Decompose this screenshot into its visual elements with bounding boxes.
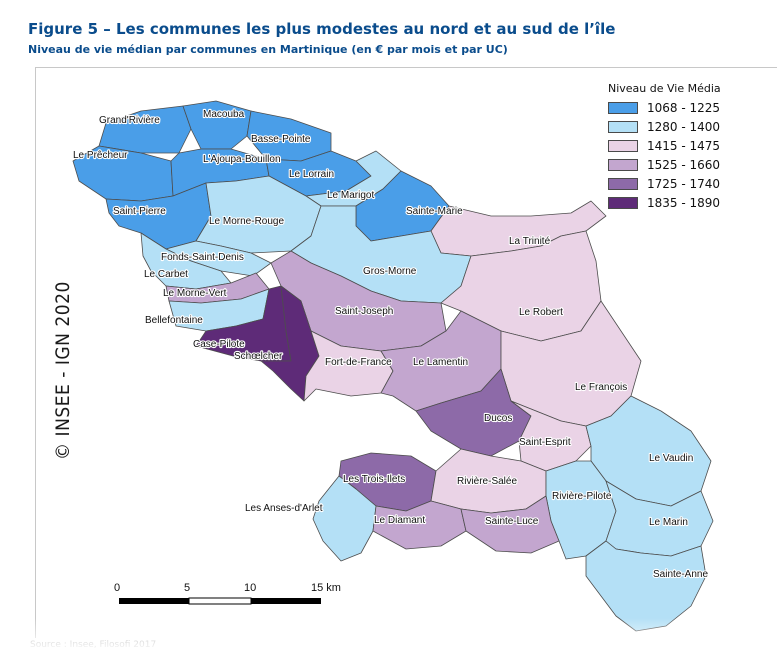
label-sainte-luce: Sainte-Luce — [485, 516, 539, 527]
scale-tick-0: 0 — [114, 582, 120, 594]
scale-bar: 0 5 10 15 km — [114, 582, 341, 605]
scale-segment-2 — [188, 597, 252, 605]
label-fort-de-france: Fort-de-France — [325, 357, 392, 368]
legend-row: 1835 - 1890 — [608, 193, 721, 212]
label-bellefontaine: Bellefontaine — [145, 315, 203, 326]
legend-swatch — [608, 120, 638, 133]
label-le-robert: Le Robert — [519, 307, 563, 318]
label-sainte-anne: Sainte-Anne — [653, 569, 708, 580]
legend-label: 1280 - 1400 — [647, 119, 721, 134]
legend-row: 1068 - 1225 — [608, 98, 721, 117]
scale-tick-5: 5 — [184, 582, 190, 594]
figure-subtitle: Niveau de vie médian par communes en Mar… — [28, 43, 508, 56]
label-saint-esprit: Saint-Esprit — [519, 437, 571, 448]
commune-sainte-anne — [585, 540, 707, 632]
label-ducos: Ducos — [484, 413, 512, 424]
label-le-marin: Le Marin — [649, 517, 688, 528]
label-basse-pointe: Basse-Pointe — [251, 134, 311, 145]
legend-swatch — [608, 196, 638, 209]
label-macouba: Macouba — [203, 109, 245, 120]
commune-fort-de-france — [303, 330, 394, 402]
label-le-francois: Le François — [575, 382, 627, 393]
commune-macouba — [182, 100, 252, 150]
legend-label: 1415 - 1475 — [647, 138, 721, 153]
label-riviere-pilote: Rivière-Pilote — [552, 491, 612, 502]
label-schoelcher: Schœlcher — [234, 351, 283, 362]
label-le-vauclin: Le Vaudin — [649, 453, 693, 464]
legend-swatch — [608, 139, 638, 152]
copyright-notice: © INSEE - IGN 2020 — [52, 281, 74, 460]
map-frame: Grand'Rivière Macouba Basse-Pointe Le Pr… — [35, 67, 777, 638]
scale-tick-15: 15 km — [311, 582, 341, 594]
label-sainte-marie: Sainte-Marie — [406, 206, 463, 217]
legend-row: 1415 - 1475 — [608, 136, 721, 155]
label-les-anses-darlet: Les Anses-d'Arlet — [245, 503, 323, 514]
legend-row: 1725 - 1740 — [608, 174, 721, 193]
legend-label: 1525 - 1660 — [647, 157, 721, 172]
label-le-marigot: Le Marigot — [327, 190, 374, 201]
legend-title: Niveau de Vie Média — [608, 82, 721, 95]
label-case-pilote: Case-Pilote — [193, 339, 245, 350]
legend-row: 1525 - 1660 — [608, 155, 721, 174]
label-riviere-salee: Rivière-Salée — [457, 476, 517, 487]
commune-les-anses-darlet — [312, 475, 377, 562]
legend-label: 1068 - 1225 — [647, 100, 721, 115]
label-ajoupa-bouillon: L'Ajoupa-Bouillon — [203, 154, 281, 165]
label-saint-pierre: Saint-Pierre — [113, 206, 166, 217]
figure-title: Figure 5 – Les communes les plus modeste… — [28, 20, 616, 38]
scale-segment-3 — [251, 598, 321, 604]
legend-swatch — [608, 177, 638, 190]
legend: Niveau de Vie Média 1068 - 1225 1280 - 1… — [608, 82, 721, 212]
commune-sainte-luce — [460, 495, 560, 554]
label-fonds-saint-denis: Fonds-Saint-Denis — [161, 252, 244, 263]
legend-swatch — [608, 101, 638, 114]
scale-segment-1 — [119, 598, 189, 604]
label-le-morne-vert: Le Morne-Vert — [163, 288, 227, 299]
label-les-trois-ilets: Les Trois-Ilets — [343, 474, 405, 485]
legend-label: 1835 - 1890 — [647, 195, 721, 210]
label-la-trinite: La Trinité — [509, 236, 551, 247]
legend-row: 1280 - 1400 — [608, 117, 721, 136]
map-svg: Grand'Rivière Macouba Basse-Pointe Le Pr… — [72, 100, 714, 632]
label-grand-riviere: Grand'Rivière — [99, 115, 160, 126]
scale-tick-10: 10 — [244, 582, 256, 594]
commune-schoelcher — [260, 285, 320, 402]
label-le-diamant: Le Diamant — [374, 515, 425, 526]
label-le-precheur: Le Prêcheur — [73, 150, 128, 161]
label-le-lorrain: Le Lorrain — [289, 169, 334, 180]
commune-grand-riviere — [98, 105, 192, 154]
label-gros-morne: Gros-Morne — [363, 266, 417, 277]
label-le-carbet: Le Carbet — [144, 269, 188, 280]
label-le-lamentin: Le Lamentin — [413, 357, 468, 368]
label-saint-joseph: Saint-Joseph — [335, 306, 393, 317]
legend-swatch — [608, 158, 638, 171]
legend-label: 1725 - 1740 — [647, 176, 721, 191]
label-le-morne-rouge: Le Morne-Rouge — [209, 216, 284, 227]
